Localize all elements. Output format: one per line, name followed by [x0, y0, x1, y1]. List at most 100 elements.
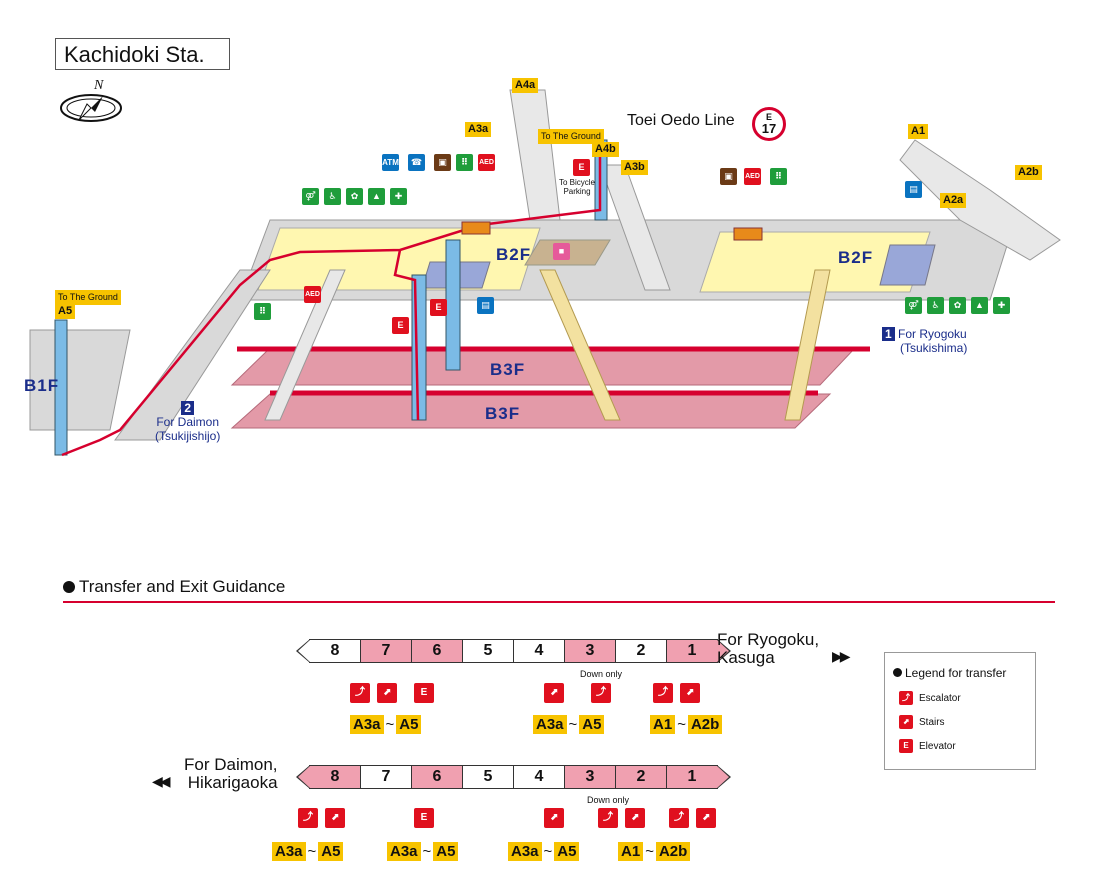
elevator-shaft-1: [411, 274, 427, 421]
train1-destination: For Ryogoku,Kasuga: [717, 631, 819, 667]
guidance-divider: [63, 601, 1055, 603]
stairs-icon: ⬈: [544, 683, 564, 703]
train1-dest-line2: Kasuga: [717, 648, 775, 667]
ticket-machine-right: [733, 227, 763, 241]
exit-tag-a2b: A2b: [1015, 165, 1042, 180]
elevator-shaft-a5: [54, 319, 68, 456]
train1-dest-line1: For Ryogoku,: [717, 630, 820, 649]
train1-car-1: 1: [666, 639, 718, 663]
elevator-icon: E: [414, 808, 434, 828]
pay-phone-icon-right: ▤: [905, 181, 922, 198]
station-office-icon: ■: [553, 243, 570, 260]
line-badge: E 17: [752, 107, 786, 141]
direction-ryogoku: 1 For Ryogoku (Tsukishima): [882, 327, 967, 355]
train1-car-6: 6: [411, 639, 463, 663]
braille-icon-right: ⠿: [770, 168, 787, 185]
train1-car-5: 5: [462, 639, 514, 663]
train2-car-4: 4: [513, 765, 565, 789]
elevator-icon-map: E: [392, 317, 409, 334]
floor-label-b2f-right: B2F: [838, 248, 874, 267]
direction-ryogoku-sub: (Tsukishima): [900, 341, 968, 355]
escalator-icon: ⤴: [598, 808, 618, 828]
multipurpose-icon: ▲: [368, 188, 385, 205]
range-to: A2b: [687, 715, 723, 734]
escalator-icon: ⤴: [298, 808, 318, 828]
exit-tag-a4b: A4b: [592, 142, 619, 157]
baby-icon: ✿: [346, 188, 363, 205]
aed-icon-b1f: AED: [304, 286, 321, 303]
line-number: 17: [761, 121, 777, 136]
direction-daimon-number: 2: [181, 401, 195, 415]
train2-car-8: 8: [309, 765, 361, 789]
escalator-1: [784, 269, 831, 421]
arrow-left-icon: ◀◀: [152, 773, 170, 789]
direction-daimon-sub: (Tsukijishijo): [155, 429, 221, 443]
direction-ryogoku-number: 1: [882, 327, 895, 341]
braille-icon-b1f: ⠿: [254, 303, 271, 320]
floor-label-b3f-lower: B3F: [485, 404, 521, 423]
legend-title: Legend for transfer: [893, 666, 1006, 680]
train2-nose-right: [717, 765, 731, 789]
stairs-7: [264, 269, 346, 421]
restroom-icon: ⚤: [302, 188, 319, 205]
escalator-icon: ⤴: [899, 691, 913, 705]
range-tilde: ~: [645, 843, 654, 860]
lost-found-icon-right: ▣: [720, 168, 737, 185]
train2-dest-line1: For Daimon,: [184, 755, 278, 774]
exit-tag-a2a: A2a: [940, 193, 967, 208]
range-to: A5: [318, 842, 344, 861]
train1-nose-left: [296, 639, 310, 663]
platform-b3f-upper: [230, 347, 857, 386]
barrier-free-route: [61, 135, 602, 457]
escalator-icon: ⤴: [669, 808, 689, 828]
line-code: E: [765, 112, 772, 122]
train1-nose-right: [717, 639, 731, 663]
stairs-icon: ⬈: [625, 808, 645, 828]
floor-label-b1f: B1F: [24, 376, 60, 395]
multipurpose-icon-right: ▲: [971, 297, 988, 314]
train-ryogoku: 8 7 6 5 4 3 2 1: [296, 639, 731, 663]
legend-box: Legend for transfer ⤴ Escalator ⬈ Stairs E…: [884, 652, 1036, 770]
train-daimon: 8 7 6 5 4 3 2 1: [296, 765, 731, 789]
baby-icon-right: ✿: [949, 297, 966, 314]
range-to: A5: [433, 842, 459, 861]
train2-range-2: A3a~A5: [387, 842, 459, 861]
elevator-icon: E: [414, 683, 434, 703]
train2-car-3: 3: [564, 765, 616, 789]
train1-car-4: 4: [513, 639, 565, 663]
line-name: Toei Oedo Line: [627, 112, 735, 129]
legend-title-text: Legend for transfer: [905, 666, 1007, 680]
train1-car-3: 3: [564, 639, 616, 663]
bullet-icon: [63, 581, 75, 593]
train2-down-only-note: Down only: [587, 795, 630, 805]
lost-found-icon: ▣: [434, 154, 451, 171]
train1-range-3: A1~A2b: [650, 715, 723, 734]
b1f-passage: [114, 269, 271, 441]
legend-stairs-label: Stairs: [919, 716, 945, 728]
train1-car-7: 7: [360, 639, 412, 663]
stairs-icon: ⬈: [377, 683, 397, 703]
legend-elevator-label: Elevator: [919, 740, 956, 752]
range-tilde: ~: [422, 843, 432, 860]
elevator-icon-map-2: E: [430, 299, 447, 316]
train2-nose-left: [296, 765, 310, 789]
range-to: A5: [579, 715, 605, 734]
legend-escalator-label: Escalator: [919, 692, 961, 704]
train2-range-4: A1~A2b: [618, 842, 691, 861]
legend-stairs: ⬈ Stairs: [899, 715, 945, 729]
train2-range-1: A3a~A5: [272, 842, 344, 861]
guidance-title: Transfer and Exit Guidance: [63, 577, 285, 597]
range-from: A1: [650, 715, 676, 734]
station-name: Kachidoki Sta.: [55, 38, 230, 70]
train2-destination: For Daimon,Hikarigaoka: [184, 756, 278, 792]
stairs-icon: ⬈: [899, 715, 913, 729]
train2-car-7: 7: [360, 765, 412, 789]
to-ground-a4b: To The Ground: [538, 129, 604, 144]
wheelchair-icon: ♿: [324, 188, 341, 205]
exit-a1-a2-stairs: [899, 139, 1061, 261]
exit-tag-a1: A1: [908, 124, 929, 139]
gate-area-right: [879, 244, 936, 286]
exit-tag-a5: A5: [55, 304, 76, 319]
train1-range-1: A3a~A5: [350, 715, 422, 734]
